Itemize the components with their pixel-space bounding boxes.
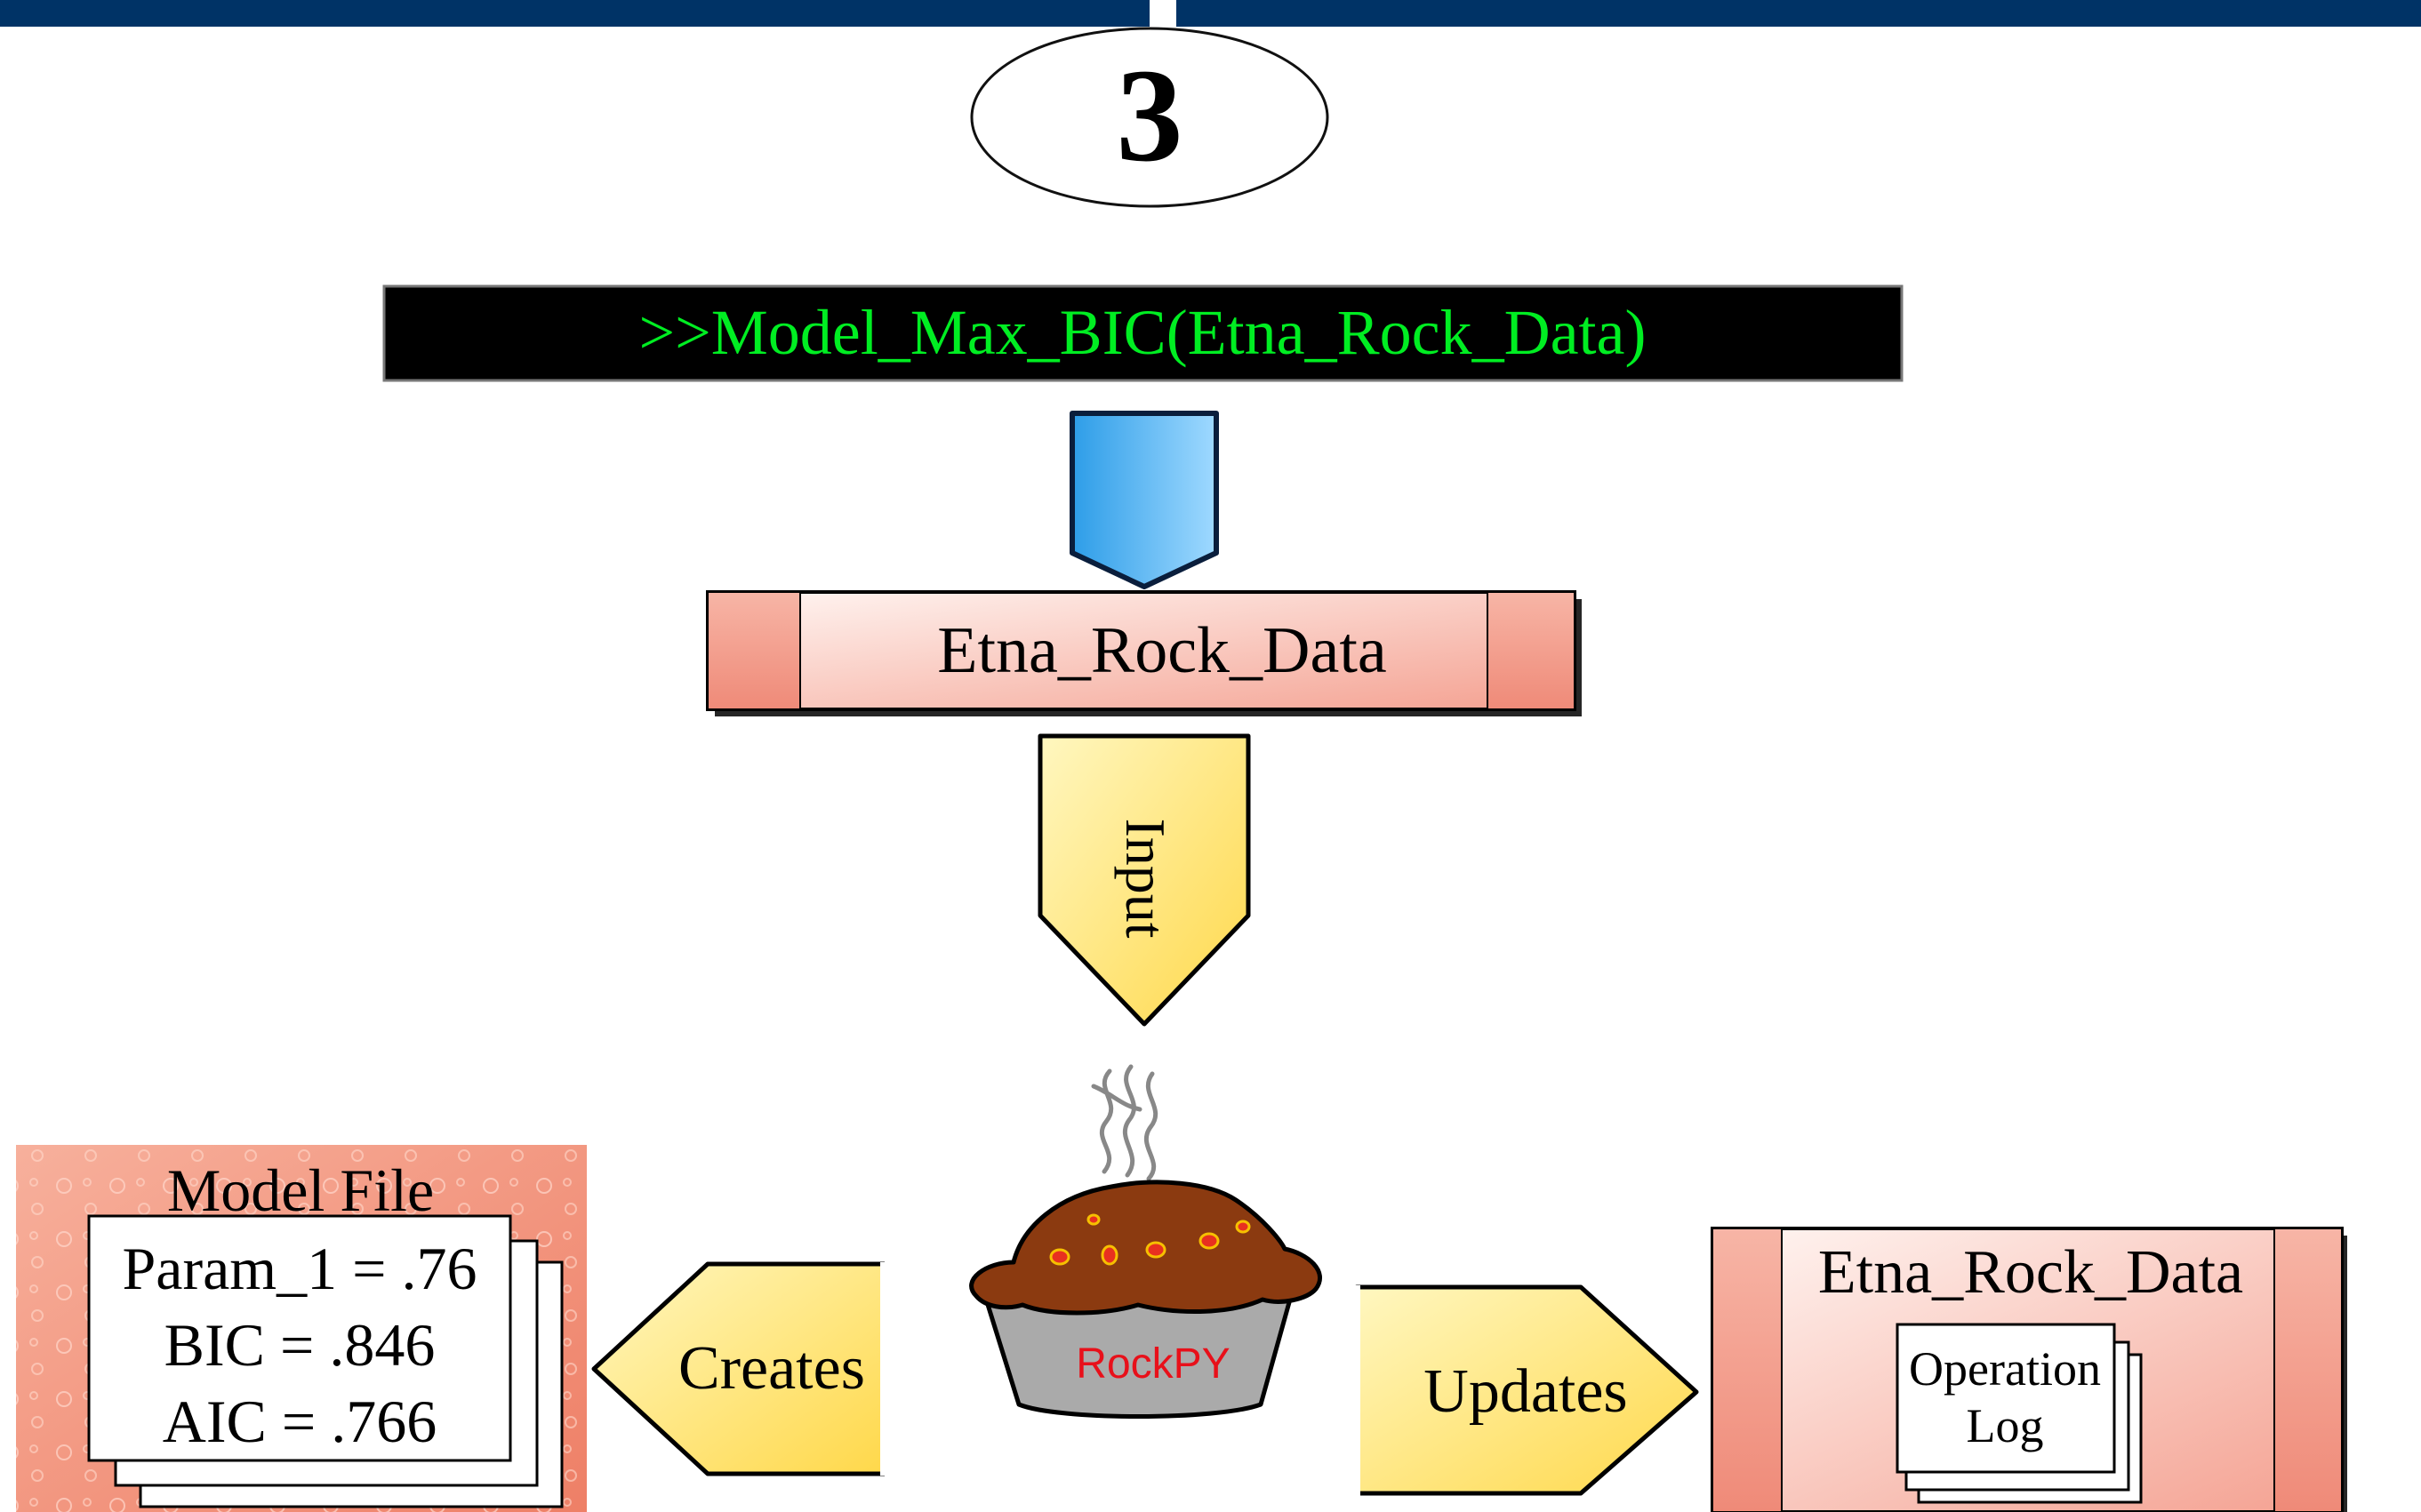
creates-arrow-label: Creates (678, 1334, 865, 1403)
step-number: 3 (1117, 42, 1183, 189)
updates-arrow-label: Updates (1423, 1357, 1627, 1426)
operation-log-line-2: Log (1967, 1399, 2044, 1452)
model-bic-line: BIC = .846 (164, 1311, 436, 1379)
operation-log-line-1: Operation (1909, 1342, 2101, 1396)
header-bar (0, 0, 2421, 27)
model-param-line: Param_1 = .76 (122, 1235, 477, 1302)
model-aic-line: AIC = .766 (163, 1388, 437, 1455)
dataset-top-label: Etna_Rock_Data (937, 614, 1387, 687)
input-arrow: Input (1038, 733, 1251, 1027)
input-arrow-label: Input (1114, 818, 1177, 938)
steam-icon (1091, 1064, 1158, 1181)
dataset-right-title: Etna_Rock_Data (1818, 1238, 2243, 1307)
creates-arrow: Creates (591, 1261, 887, 1476)
operation-log-page (1896, 1323, 2116, 1474)
model-file-title: Model File (167, 1156, 434, 1224)
command-text: >>Model_Max_BIC(Etna_Rock_Data) (639, 297, 1647, 368)
dataset-box-top: Etna_Rock_Data (706, 590, 1582, 716)
dataset-box-right: Etna_Rock_Data Operation Log (1711, 1227, 2347, 1512)
model-file-page (87, 1214, 512, 1462)
updates-arrow: Updates (1353, 1284, 1699, 1497)
rockpy-label: RockPY (1076, 1340, 1230, 1388)
command-bar: >>Model_Max_BIC(Etna_Rock_Data) (382, 284, 1904, 382)
rockpy-pie-icon: RockPY (969, 1064, 1322, 1419)
blue-down-arrow (1070, 411, 1219, 589)
step-number-badge: 3 (970, 27, 1329, 208)
model-file-panel: Model File Param_1 = .76 BIC = .846 AIC … (16, 1145, 587, 1512)
